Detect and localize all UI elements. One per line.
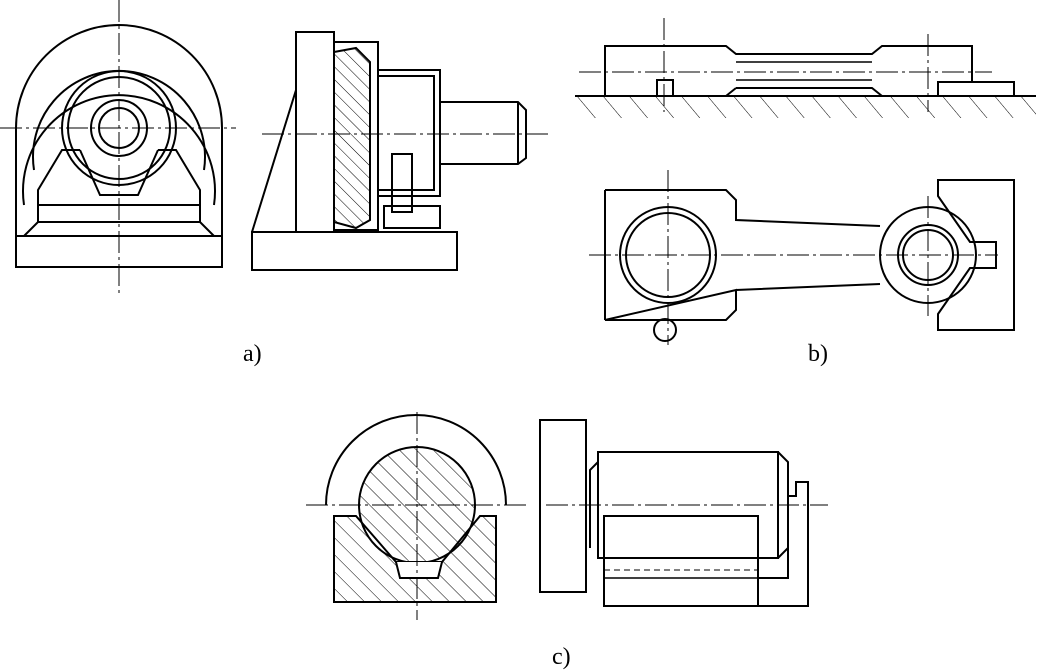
rod-lower-left (726, 88, 736, 96)
side-bracket (604, 482, 808, 606)
rod-web (736, 62, 872, 80)
figure-a-front-view (0, 0, 236, 296)
shaft (440, 102, 526, 164)
pin-circle (654, 319, 676, 341)
figure-c-side (540, 420, 828, 606)
ground-hatch (575, 96, 1036, 118)
figure-b-plan (589, 170, 1014, 345)
figure-a-label: a) (243, 341, 262, 367)
clamp-block (392, 154, 412, 212)
v-notch (396, 562, 442, 578)
hub-body (378, 70, 440, 196)
cylinder-left-end (590, 462, 598, 548)
end-plate (540, 420, 586, 592)
figure-c-label: c) (552, 644, 571, 670)
big-end (605, 190, 880, 320)
v-support (38, 150, 200, 205)
ring-outer (326, 415, 506, 505)
hatched-disk (334, 48, 370, 228)
angle-plate (252, 32, 334, 232)
v-block-side (604, 516, 758, 606)
figure-b-label: b) (808, 341, 828, 367)
figure-c-section (306, 412, 528, 620)
rod-lower (736, 88, 882, 96)
hub-collar (378, 76, 434, 190)
figure-a-side-view (252, 32, 552, 270)
figure-b-elevation (575, 18, 1036, 118)
end-stop (938, 82, 1014, 96)
base-block (252, 232, 457, 270)
outer-arc-2 (23, 95, 215, 205)
clamp-base (384, 206, 440, 228)
v-block (938, 180, 1014, 330)
rod-outline (605, 46, 972, 96)
locator-pin (657, 80, 673, 96)
v-rise (80, 150, 158, 195)
outer-arc (16, 25, 222, 236)
